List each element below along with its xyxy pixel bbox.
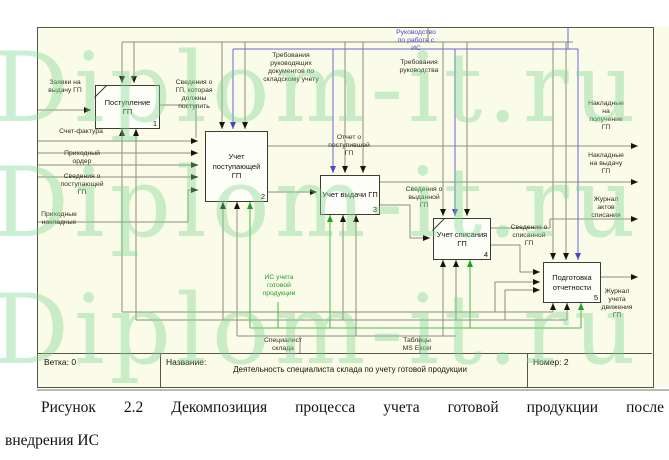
label-tablicy-excel: Таблицы MS Excel <box>402 337 432 353</box>
frame-shadow <box>37 389 669 391</box>
diagram-frame <box>37 27 654 388</box>
title-bar-vetka: Ветка: 0 <box>44 357 77 367</box>
label-prihodny-order: Приходный ордер <box>64 150 100 166</box>
title-bar-nazvanie-label: Название: <box>166 357 207 367</box>
flow-lines-gray <box>37 27 638 353</box>
activity-box-5-label: Подготовка отчетности <box>552 273 592 292</box>
label-otchet-postupivshey: Отчет о поступившей ГП <box>328 134 370 158</box>
activity-box-1-number: 1 <box>152 118 157 128</box>
label-prihodnye-nakladnye: Приходные накладные <box>41 211 77 227</box>
activity-box-5-number: 5 <box>593 292 598 302</box>
activity-box-2: Учет поступающей ГП 2 <box>205 131 268 202</box>
label-svedeniya-spisannoy: Сведения о списанной ГП <box>510 224 548 248</box>
title-bar-nazvanie-value: Деятельность специалиста склада по учету… <box>233 365 467 374</box>
label-svedeniya-postupayushchey: Сведения о поступающей ГП <box>60 173 104 197</box>
diagram-title-bar <box>37 353 652 388</box>
label-svedeniya-gp-postupit: Сведения о ГП, которая должны поступить <box>175 79 213 111</box>
activity-box-3-number: 3 <box>372 204 377 214</box>
activity-box-5: Подготовка отчетности 5 <box>543 262 601 303</box>
activity-box-1-label: Поступление ГП <box>104 97 151 116</box>
title-bar-divider <box>160 354 161 388</box>
label-svedeniya-vydannoy: Сведения о выданной ГП <box>405 186 443 210</box>
box-corner-mark <box>94 85 107 98</box>
label-rukovodstvo-is: Руководство по работе с ИС <box>396 29 436 53</box>
label-zhurnal-ucheta: Журнал учета движения ГП <box>601 288 633 320</box>
activity-box-1: Поступление ГП 1 <box>94 85 160 129</box>
label-trebovaniya-rukovodstva: Требования руководства <box>399 59 439 75</box>
label-schet-faktura: Счет-фактура <box>59 128 103 135</box>
mechanism-lines-is <box>247 202 584 329</box>
label-zayavki-na-vydachu: Заявки на выдачу ГП <box>48 79 82 95</box>
label-zhurnal-aktov: Журнал актов списания <box>591 196 621 220</box>
activity-box-4-number: 4 <box>483 249 488 259</box>
activity-box-4-label: Учет списания ГП <box>436 229 488 248</box>
activity-box-3-label: Учет выдачи ГП <box>322 190 378 200</box>
label-nakladnye-vydachu: Накладные на выдачу ГП <box>588 152 624 176</box>
activity-box-4: Учет списания ГП 4 <box>432 218 491 260</box>
label-is-ucheta: ИС учета готовой продукции <box>262 274 296 298</box>
label-trebovaniya-dokumentov: Требования руководящих документов по скл… <box>263 52 319 84</box>
activity-box-2-number: 2 <box>260 191 265 201</box>
figure-caption-line1: Рисунок 2.2 Декомпозиция процесса учета … <box>41 399 664 416</box>
label-specialist-sklada: Специалист склада <box>263 337 303 353</box>
control-lines-is <box>230 27 581 260</box>
figure-caption: Рисунок 2.2 Декомпозиция процесса учета … <box>5 398 664 451</box>
activity-box-2-label: Учет поступающей ГП <box>212 152 261 181</box>
figure-caption-line2: внедрения ИС <box>5 432 99 449</box>
label-nakladnye-poluchenie: Накладные на получение ГП <box>588 100 624 132</box>
title-bar-nomer: Номер: 2 <box>533 357 569 367</box>
activity-box-3: Учет выдачи ГП 3 <box>320 175 380 215</box>
title-bar-divider <box>527 354 528 388</box>
